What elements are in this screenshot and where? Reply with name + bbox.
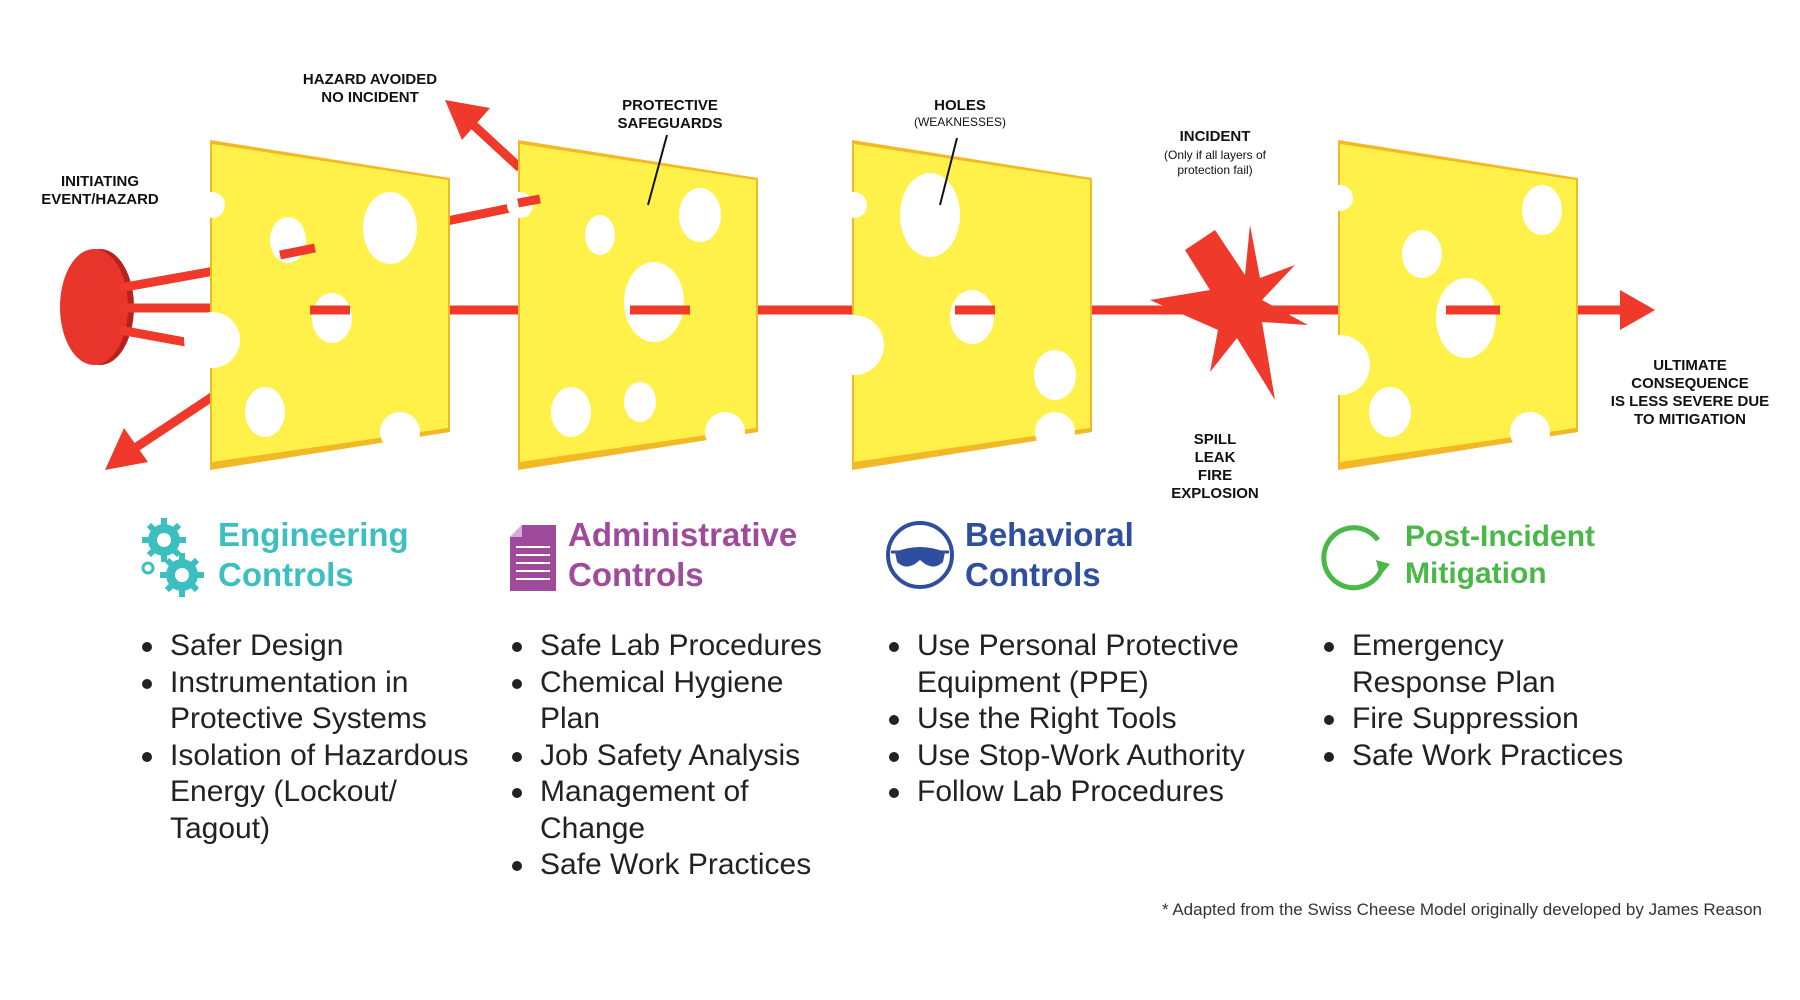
list-item: Management of Change [508,774,848,847]
list-item: Emergency Response Plan [1320,628,1572,701]
cheese-slice-1 [184,140,450,470]
safety-goggles-icon [886,521,954,589]
list-item: Job Safety Analysis [508,738,848,775]
gears-icon [141,518,204,597]
list-item: Safer Design [138,628,478,665]
list-item: Safe Lab Procedures [508,628,848,665]
list-item: Fire Suppression [1320,701,1700,738]
list-item: Use Personal Protective Equipment (PPE) [885,628,1257,701]
list-item: Safe Work Practices [508,847,848,884]
circular-arrow-icon [1321,525,1390,591]
pointer-line-holes [939,137,958,206]
bullet-list: Safe Lab Procedures Chemical Hygiene Pla… [508,628,848,884]
bullet-list: Safer Design Instrumentation in Protecti… [138,628,478,847]
list-item: Follow Lab Procedures [885,774,1285,811]
document-icon [510,525,556,591]
list-item: Use the Right Tools [885,701,1285,738]
list-item: Chemical Hygiene Plan [508,665,848,738]
swiss-cheese-diagram [60,100,1655,470]
list-item: Instrumentation in Protective Systems [138,665,478,738]
cheese-slice-4 [1310,140,1578,470]
cheese-slice-3 [824,140,1092,470]
bullet-list: Emergency Response Plan Fire Suppression… [1320,628,1700,774]
label-holes: HOLES(WEAKNESSES) [913,97,1006,129]
footnote: * Adapted from the Swiss Cheese Model or… [1161,900,1762,919]
cheese-slice-2 [507,140,758,470]
explosion-burst [1150,225,1308,400]
pointer-line-safeguards [647,134,668,206]
list-item: Safe Work Practices [1320,738,1700,775]
list-item: Use Stop-Work Authority [885,738,1285,775]
bullet-list: Use Personal Protective Equipment (PPE) … [885,628,1285,811]
list-item: Isolation of Hazardous Energy (Lockout/ … [138,738,478,848]
hazard-source [60,249,134,365]
